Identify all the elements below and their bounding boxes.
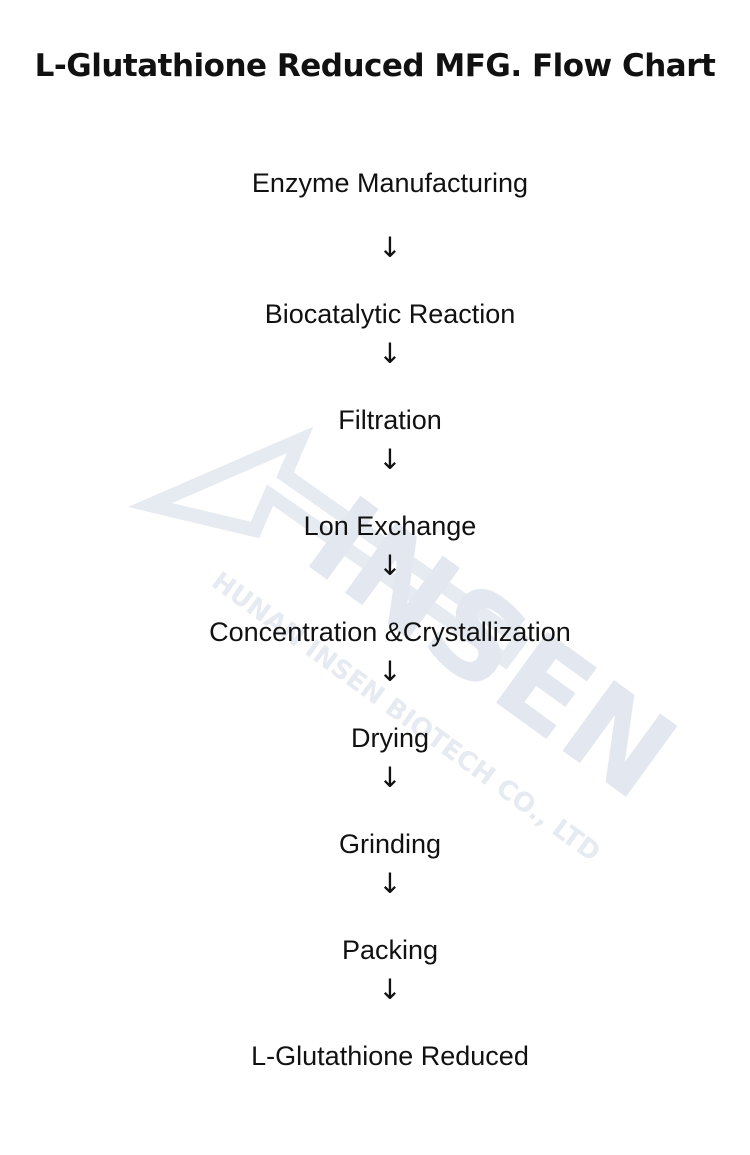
down-arrow-icon: ↓ [378, 337, 402, 370]
down-arrow-icon: ↓ [378, 973, 402, 1006]
down-arrow-icon: ↓ [378, 867, 402, 900]
step-filtration: Filtration [338, 405, 442, 435]
step-lon-exchange: Lon Exchange [303, 511, 477, 541]
down-arrow-icon: ↓ [378, 231, 402, 264]
down-arrow-icon: ↓ [378, 761, 402, 794]
down-arrow-icon: ↓ [378, 443, 402, 476]
step-drying: Drying [350, 723, 430, 753]
step-biocatalytic-reaction: Biocatalytic Reaction [264, 299, 516, 329]
down-arrow-icon: ↓ [378, 549, 402, 582]
step-final-product: L-Glutathione Reduced [251, 1041, 529, 1071]
page-title: L-Glutathione Reduced MFG. Flow Chart [34, 48, 716, 84]
down-arrow-icon: ↓ [378, 655, 402, 688]
step-enzyme-manufacturing: Enzyme Manufacturing [251, 168, 529, 198]
step-packing: Packing [341, 935, 439, 965]
step-grinding: Grinding [338, 829, 442, 859]
step-concentration-crystallization: Concentration &Crystallization [209, 617, 571, 647]
